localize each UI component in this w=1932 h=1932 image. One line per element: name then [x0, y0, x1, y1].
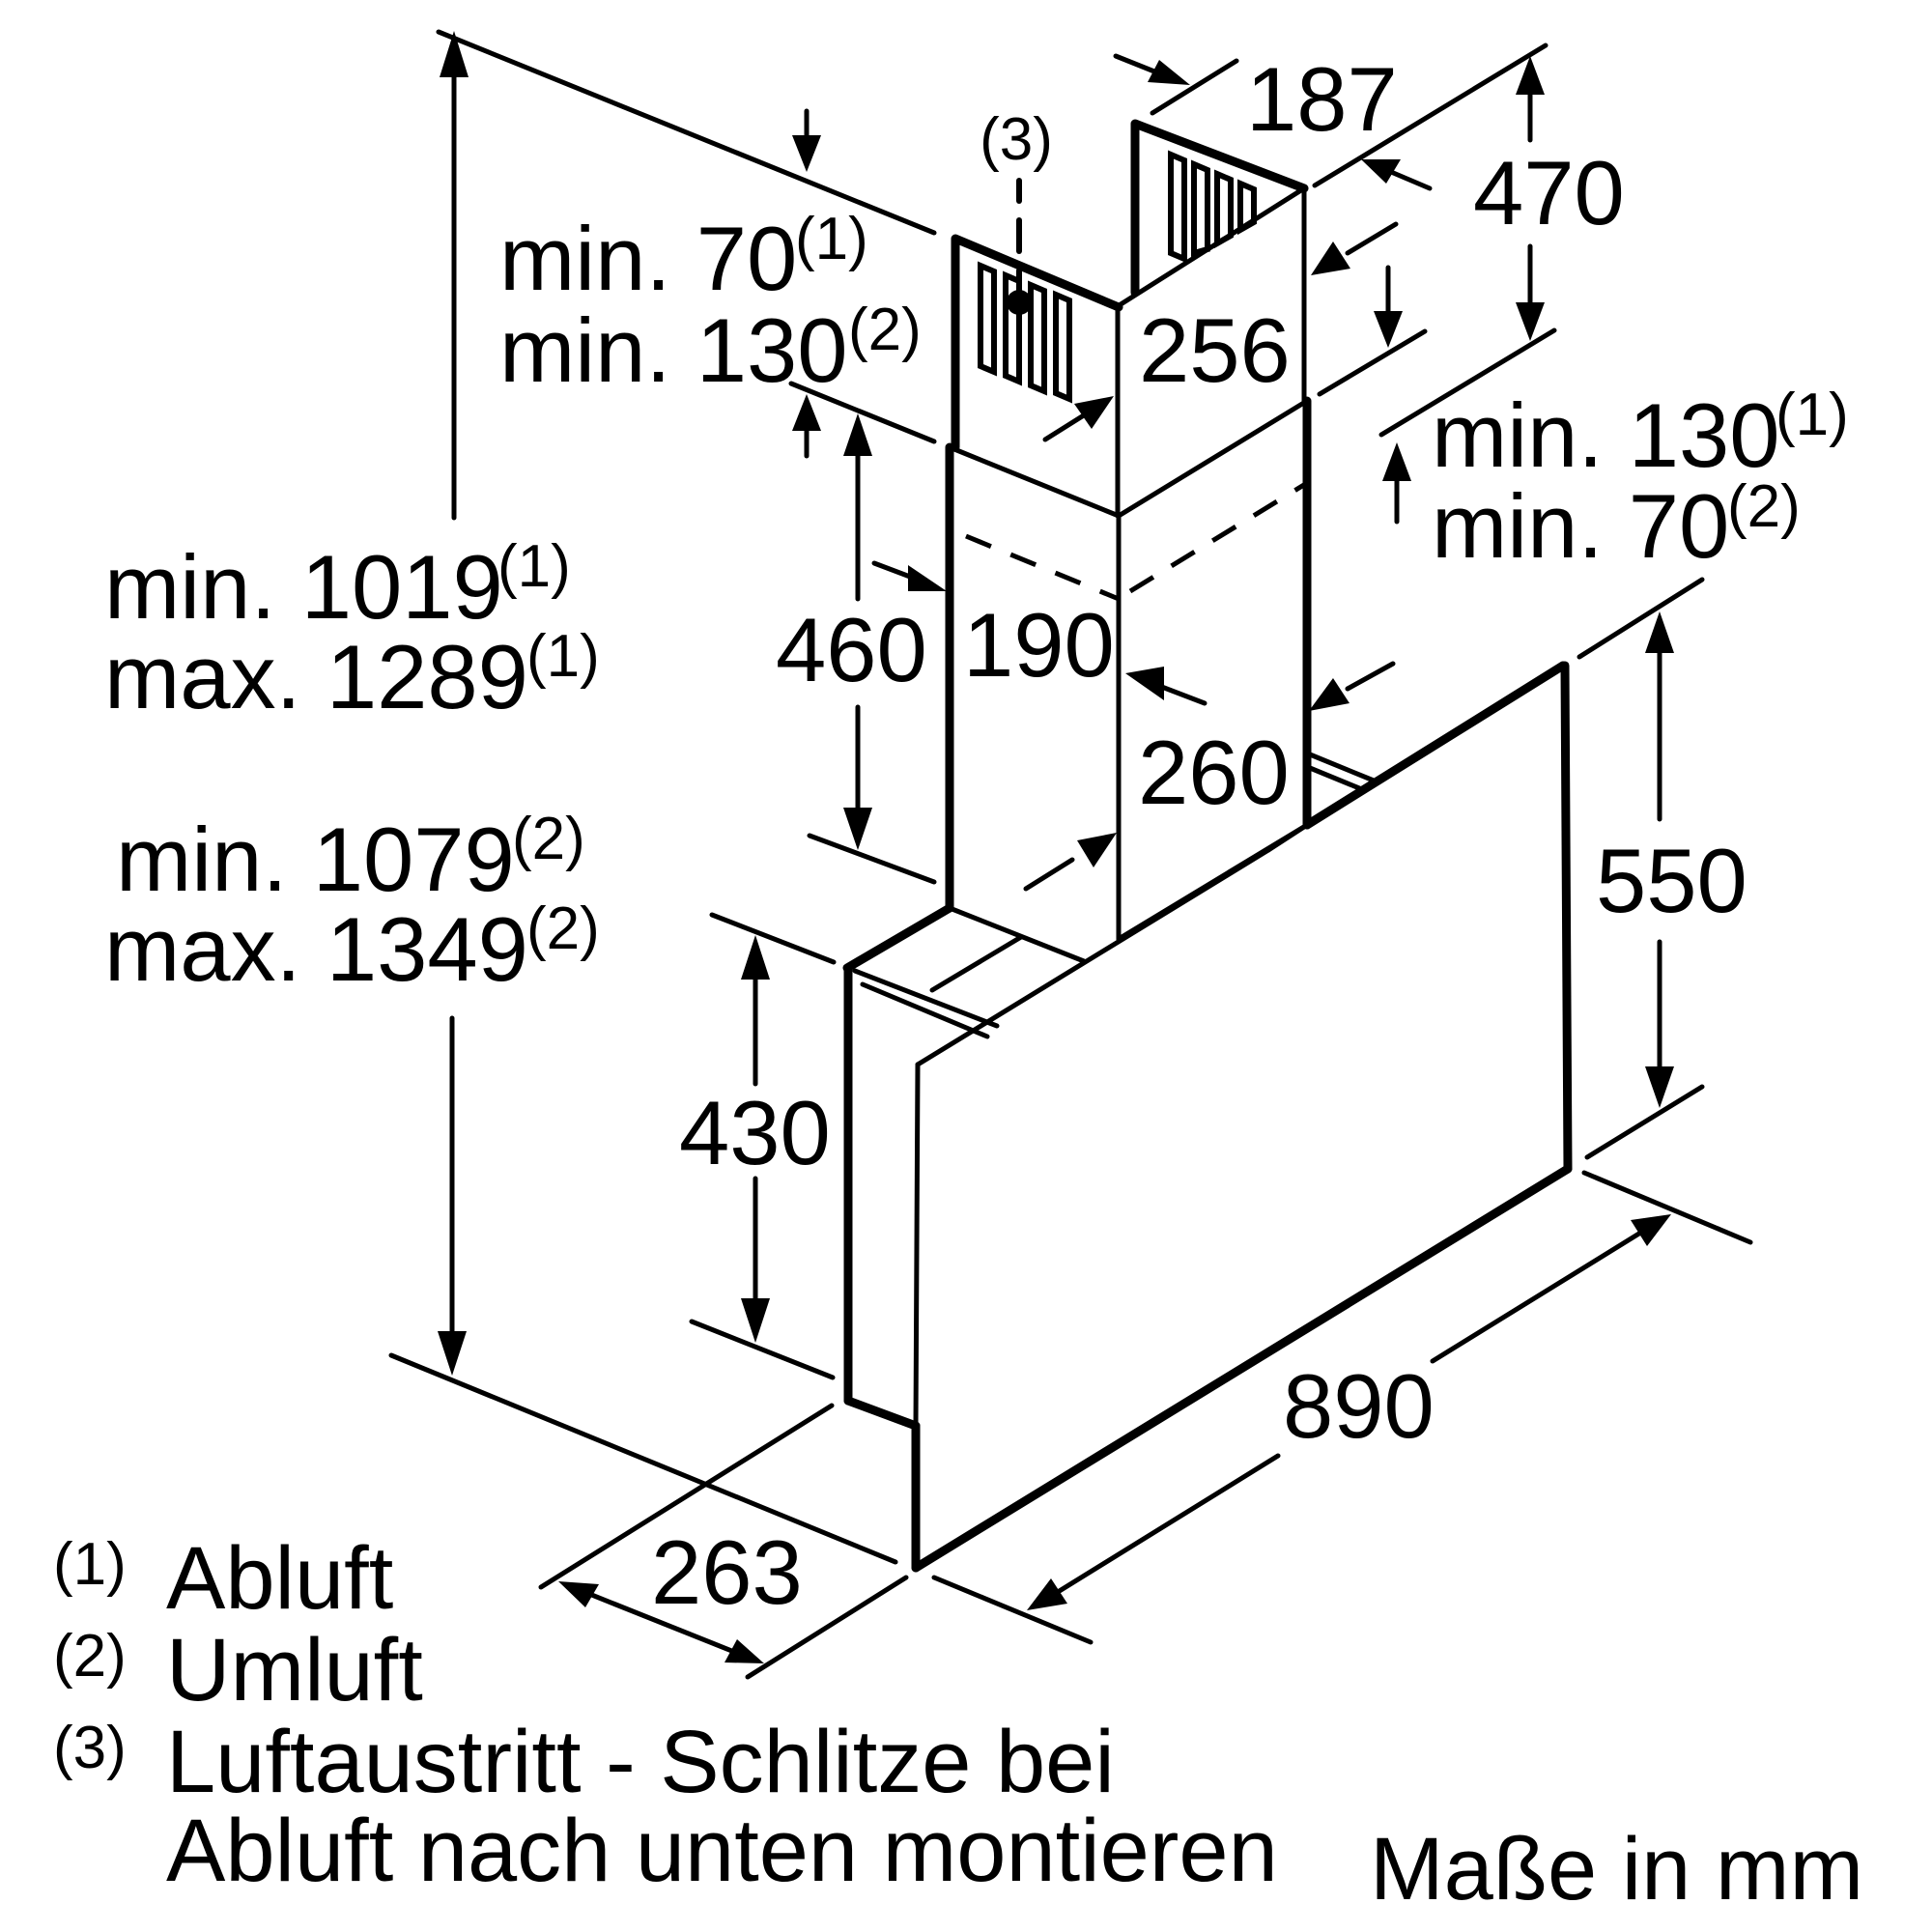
hood-body: [842, 119, 1573, 1573]
total-height-recirc-min: min. 1079: [116, 809, 515, 910]
dim-256: 256: [1139, 299, 1291, 401]
vent-slots-right: [1168, 150, 1257, 264]
dim-190: 190: [963, 594, 1115, 696]
legend-text-2: Umluft: [166, 1621, 423, 1719]
vent-slots-left: [978, 261, 1072, 404]
hood-canopy: [842, 661, 1573, 1573]
clearance-top-recirc: min. 130: [499, 299, 848, 401]
total-height-recirc-min-ref: (2): [512, 806, 585, 872]
dim-260: 260: [1138, 722, 1290, 823]
dim-890: 890: [1283, 1355, 1435, 1457]
dimension-labels: (3) 187 470 256 460 190 260 550 430 263 …: [104, 48, 1849, 1623]
dim-550: 550: [1596, 830, 1747, 931]
legend-ref-3: (3): [53, 1715, 127, 1781]
upper-chimney: [951, 119, 1309, 519]
legend-text-3-cont: Abluft nach unten montieren: [166, 1802, 1278, 1900]
clearance-top-recirc-ref: (2): [848, 297, 922, 363]
total-height-exhaust-max: max. 1289: [104, 626, 528, 727]
clearance-top-exhaust-ref: (1): [795, 206, 868, 272]
total-height-exhaust-max-ref: (1): [526, 623, 600, 690]
legend-text-1: Abluft: [166, 1529, 393, 1628]
legend-text-3: Luftaustritt - Schlitze bei: [166, 1713, 1115, 1811]
unit-note: Maße in mm: [1370, 1820, 1863, 1918]
clearance-top-exhaust: min. 70: [499, 208, 797, 309]
total-height-recirc-max-ref: (2): [526, 895, 600, 962]
legend: (1) Abluft (2) Umluft (3) Luftaustritt -…: [53, 1529, 1278, 1900]
total-height-recirc-max: max. 1349: [104, 898, 528, 1000]
dim-460: 460: [776, 599, 927, 700]
legend-ref-1: (1): [53, 1531, 127, 1598]
callout-3-label: (3): [980, 106, 1053, 173]
dimension-lines: [388, 29, 1753, 1680]
legend-ref-2: (2): [53, 1623, 127, 1690]
clearance-right-recirc-ref: (2): [1727, 473, 1801, 540]
callout-dot: [1007, 290, 1032, 315]
clearance-right-exhaust-ref: (1): [1776, 382, 1849, 448]
dim-187: 187: [1246, 48, 1398, 150]
dim-430: 430: [679, 1082, 831, 1183]
clearance-right-exhaust: min. 130: [1432, 384, 1780, 486]
dim-263: 263: [651, 1521, 803, 1623]
dim-470: 470: [1473, 142, 1625, 243]
clearance-right-recirc: min. 70: [1432, 475, 1729, 577]
lower-chimney: [945, 396, 1312, 964]
total-height-exhaust-min-ref: (1): [497, 533, 571, 600]
total-height-exhaust-min: min. 1019: [104, 536, 503, 638]
